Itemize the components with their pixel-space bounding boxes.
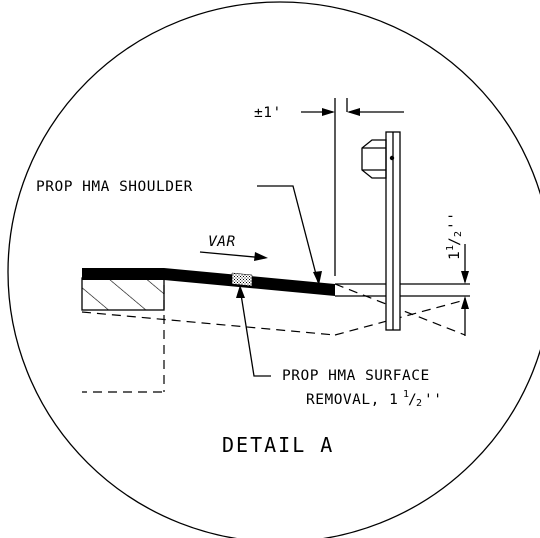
offset-dimension — [301, 98, 404, 276]
removal-leader — [239, 287, 271, 377]
svg-text:/: / — [408, 392, 417, 408]
thickness-label: 1 1 / 2 '' — [445, 212, 464, 260]
offset-label: ±1' — [254, 105, 282, 121]
guardrail-post — [361, 131, 401, 331]
svg-text:1: 1 — [445, 244, 456, 251]
svg-text:/: / — [447, 237, 463, 246]
shoulder-label: PROP HMA SHOULDER — [36, 179, 193, 195]
svg-text:'': '' — [447, 212, 463, 230]
shoulder-leader — [257, 185, 319, 283]
var-arrow — [199, 251, 268, 261]
svg-text:REMOVAL, 1: REMOVAL, 1 — [306, 392, 398, 408]
svg-text:2: 2 — [416, 398, 423, 409]
detail-circle — [7, 1, 540, 538]
removal-label-line1: PROP HMA SURFACE — [282, 368, 430, 384]
var-label: VAR — [208, 234, 236, 250]
existing-pavement-block — [81, 277, 165, 311]
svg-text:1: 1 — [403, 389, 410, 400]
svg-text:1: 1 — [447, 251, 463, 260]
detail-title: DETAIL A — [222, 433, 334, 457]
hma-surface-removal-zone — [231, 272, 253, 287]
thickness-dimension — [461, 244, 469, 336]
removal-label-line2: REMOVAL, 1 1 / 2 '' — [306, 389, 442, 409]
svg-text:2: 2 — [453, 230, 464, 237]
hma-shoulder-layer — [82, 268, 335, 296]
svg-text:'': '' — [424, 392, 442, 408]
